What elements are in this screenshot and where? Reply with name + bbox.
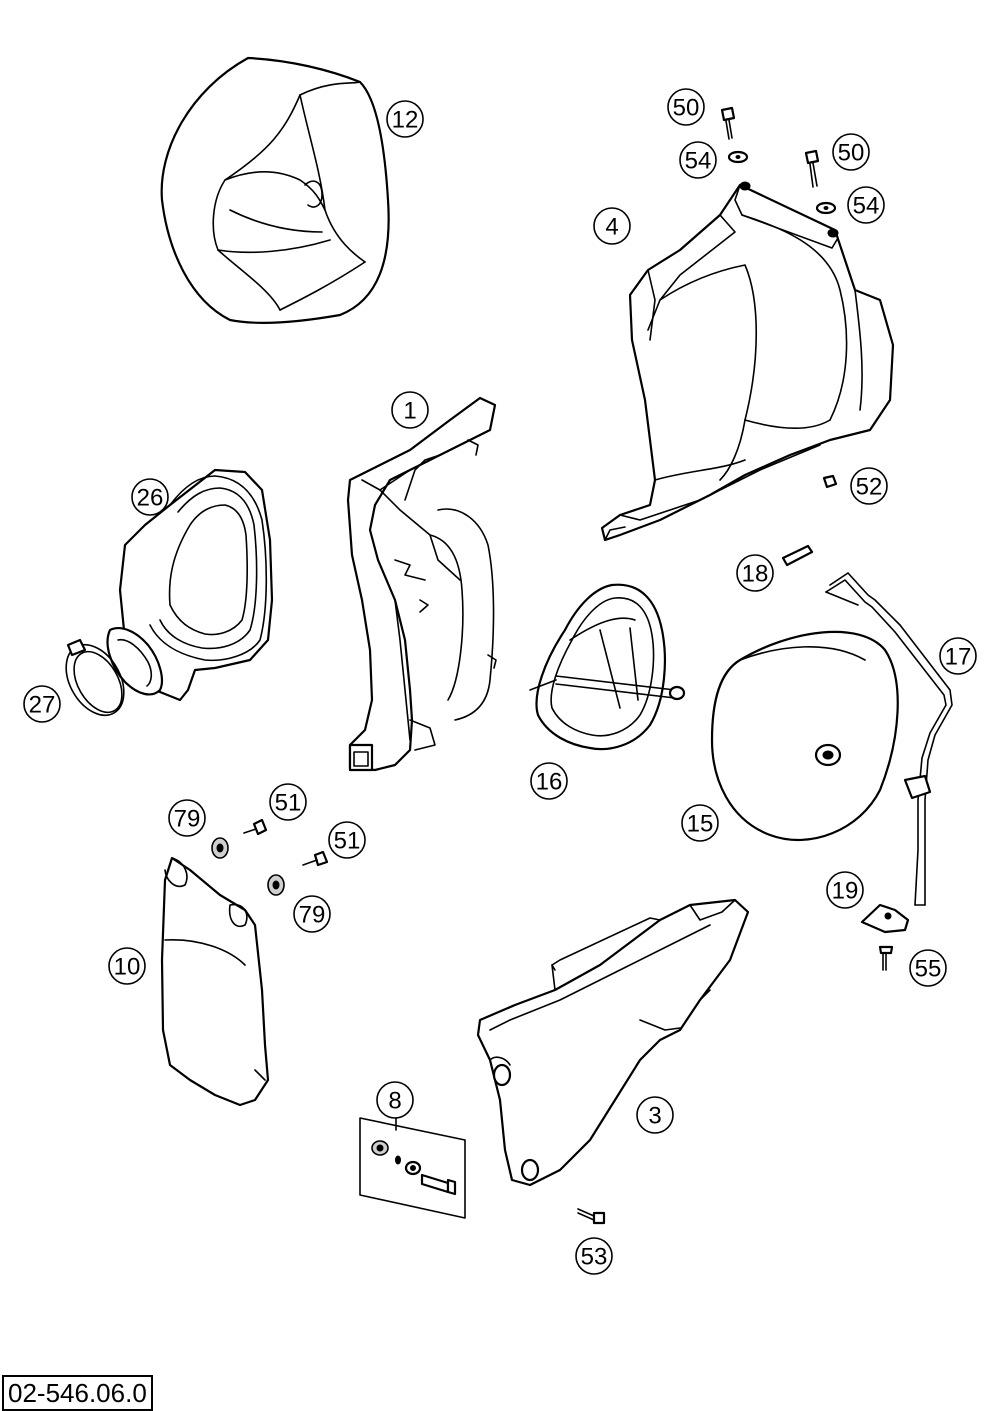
callout-p12: 12 xyxy=(386,100,424,138)
callout-label: 54 xyxy=(685,148,712,175)
callout-p51b: 51 xyxy=(328,821,366,859)
callout-label: 12 xyxy=(392,107,419,134)
document-number: 02-546.06.0 xyxy=(2,1375,153,1411)
callout-label: 4 xyxy=(605,214,618,241)
callout-p15: 15 xyxy=(681,804,719,842)
callout-label: 79 xyxy=(299,902,326,929)
part-10-side-cover xyxy=(160,856,270,1107)
callout-circle xyxy=(575,1237,613,1275)
callout-circle xyxy=(667,88,705,126)
callout-circle xyxy=(593,207,631,245)
callout-p8: 8 xyxy=(376,1081,414,1119)
callout-p17: 17 xyxy=(939,637,977,675)
part-4-side-bracket xyxy=(600,181,895,542)
callout-circle xyxy=(328,821,366,859)
callout-label: 10 xyxy=(114,954,141,981)
callout-circle xyxy=(376,1081,414,1119)
callout-circle xyxy=(530,762,568,800)
callout-p27: 27 xyxy=(23,685,61,723)
callout-circle xyxy=(681,804,719,842)
callout-label: 3 xyxy=(648,1103,661,1130)
part-17-filter-holder xyxy=(825,572,953,906)
callout-label: 53 xyxy=(581,1244,608,1271)
callout-circle xyxy=(909,949,947,987)
callout-p10: 10 xyxy=(108,947,146,985)
callout-p4: 4 xyxy=(593,207,631,245)
callout-circle xyxy=(847,186,885,224)
part-12-filter-cover xyxy=(160,56,390,325)
callout-label: 79 xyxy=(174,806,201,833)
part-26-filter-flange xyxy=(106,468,274,702)
callout-label: 55 xyxy=(915,956,942,983)
callout-p50a: 50 xyxy=(667,88,705,126)
callout-p51a: 51 xyxy=(269,783,307,821)
callout-circle xyxy=(23,685,61,723)
callout-p18: 18 xyxy=(736,554,774,592)
part-1-air-box xyxy=(346,396,497,772)
callout-p54b: 54 xyxy=(847,186,885,224)
callout-label: 50 xyxy=(838,140,865,167)
callout-p26: 26 xyxy=(131,478,169,516)
callout-circle xyxy=(850,467,888,505)
part-18-pin xyxy=(781,544,814,567)
part-3-side-cover xyxy=(476,898,750,1187)
callout-p54a: 54 xyxy=(679,141,717,179)
callout-circle xyxy=(939,637,977,675)
callout-circle xyxy=(391,391,429,429)
part-19-clip xyxy=(860,903,910,934)
part-callouts: 12 50 54 50 54 4 1 26 52 18 17 27 16 15 79 51 51 79 19 10 55… xyxy=(23,88,977,1275)
callout-circle xyxy=(168,799,206,837)
part-15-air-filter xyxy=(710,630,899,842)
callout-circle xyxy=(386,100,424,138)
callout-label: 17 xyxy=(945,644,972,671)
callout-p1: 1 xyxy=(391,391,429,429)
callout-label: 1 xyxy=(403,398,416,425)
callout-circle xyxy=(636,1096,674,1134)
fasteners xyxy=(211,106,894,1225)
callout-circle xyxy=(108,947,146,985)
callout-circle xyxy=(269,783,307,821)
callout-label: 26 xyxy=(137,485,164,512)
callout-p3: 3 xyxy=(636,1096,674,1134)
callout-label: 18 xyxy=(742,561,769,588)
callout-circle xyxy=(826,871,864,909)
callout-p79b: 79 xyxy=(293,895,331,933)
callout-circle xyxy=(293,895,331,933)
callout-p19: 19 xyxy=(826,871,864,909)
callout-label: 15 xyxy=(687,811,714,838)
callout-label: 27 xyxy=(29,692,56,719)
part-27-hose-clamp xyxy=(65,638,125,717)
callout-label: 19 xyxy=(832,878,859,905)
callout-label: 50 xyxy=(673,95,700,122)
part-16-filter-cage xyxy=(529,583,686,751)
callout-label: 16 xyxy=(536,769,563,796)
callout-circle xyxy=(832,133,870,171)
callout-p53: 53 xyxy=(575,1237,613,1275)
callout-p50b: 50 xyxy=(832,133,870,171)
callout-p55: 55 xyxy=(909,949,947,987)
callout-p52: 52 xyxy=(850,467,888,505)
part-8-hardware-kit xyxy=(359,1117,466,1219)
callout-label: 51 xyxy=(334,828,361,855)
callout-circle xyxy=(736,554,774,592)
callout-circle xyxy=(679,141,717,179)
callout-label: 52 xyxy=(856,474,883,501)
callout-label: 51 xyxy=(275,790,302,817)
callout-label: 54 xyxy=(853,193,880,220)
callout-label: 8 xyxy=(388,1088,401,1115)
callout-p79a: 79 xyxy=(168,799,206,837)
callout-circle xyxy=(131,478,169,516)
callout-p16: 16 xyxy=(530,762,568,800)
